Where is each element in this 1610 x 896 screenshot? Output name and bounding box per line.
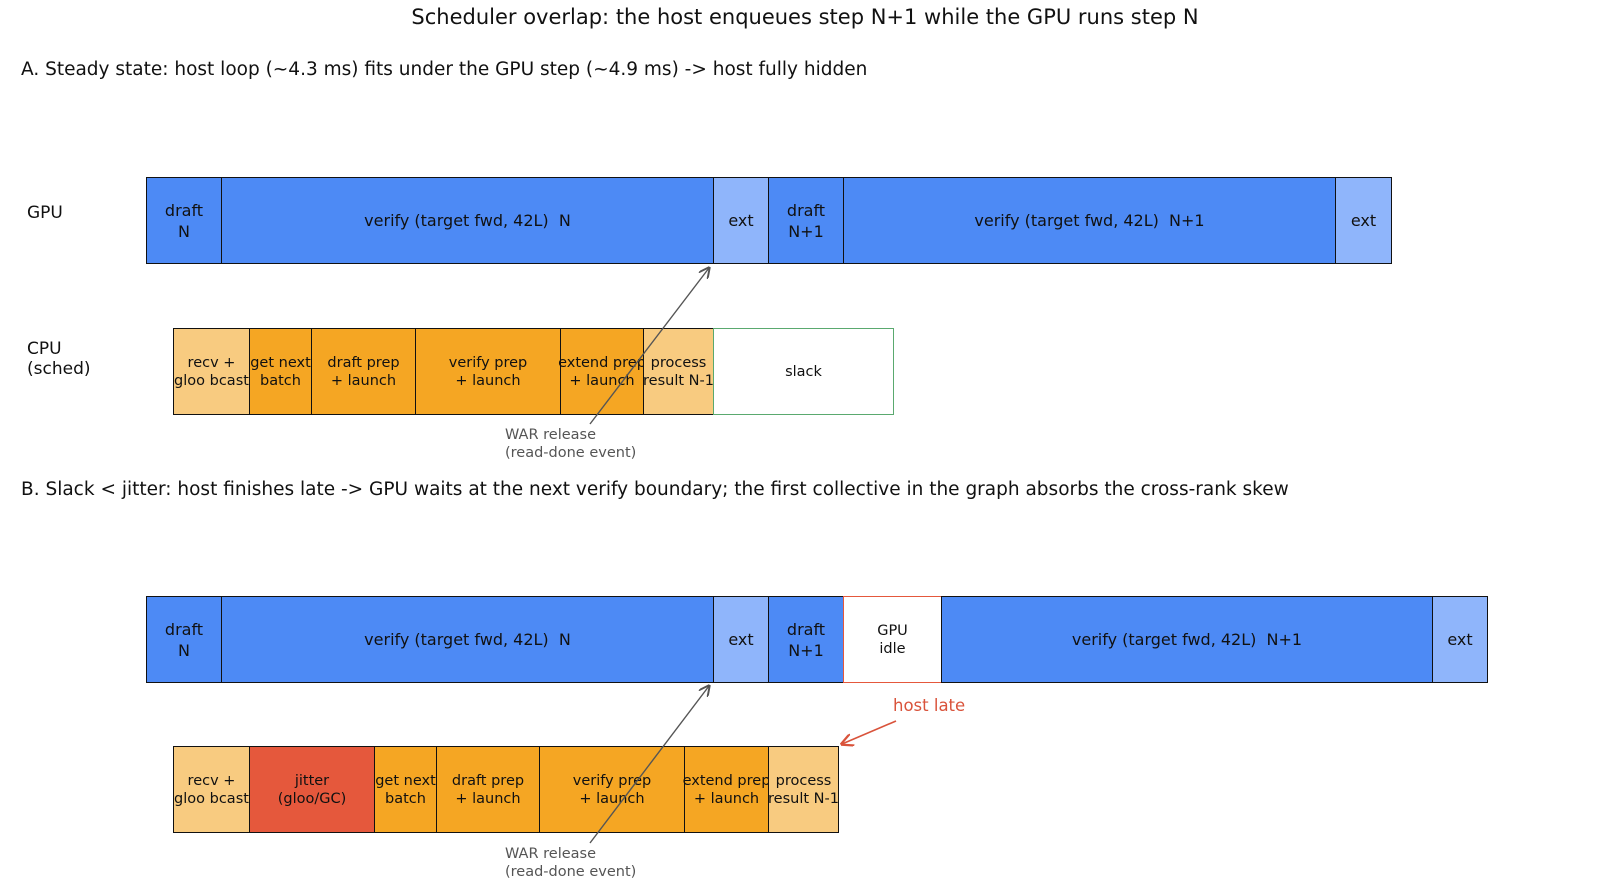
a-gpu-segment-ext: ext <box>713 177 769 264</box>
segment-label: verify prep + launch <box>572 772 652 807</box>
segment-label: draft N+1 <box>786 619 826 660</box>
b-cpu-segment-draft-prep-launch: draft prep + launch <box>436 746 540 833</box>
section-b-war-release-annotation: WAR release (read-done event) <box>505 846 637 880</box>
segment-label: draft prep + launch <box>451 772 525 807</box>
segment-label: extend prep + launch <box>558 354 646 389</box>
b-gpu-segment-gpu-idle: GPU idle <box>843 596 942 683</box>
b-cpu-segment-process-result-n-1: process result N-1 <box>768 746 839 833</box>
b-gpu-segment-ext: ext <box>1432 596 1488 683</box>
a-cpu-segment-draft-prep-launch: draft prep + launch <box>311 328 416 415</box>
a-gpu-segment-verify-target-fwd-42l-n-1: verify (target fwd, 42L) N+1 <box>843 177 1336 264</box>
b-gpu-segment-draft-n-1: draft N+1 <box>768 596 844 683</box>
a-cpu-segment-recv-gloo-bcast: recv + gloo bcast <box>173 328 250 415</box>
a-gpu-segment-draft-n-1: draft N+1 <box>768 177 844 264</box>
segment-label: jitter (gloo/GC) <box>277 772 347 807</box>
b-gpu-segment-ext: ext <box>713 596 769 683</box>
segment-label: draft N <box>164 200 204 241</box>
b-cpu-segment-jitter-gloo-gc: jitter (gloo/GC) <box>249 746 375 833</box>
segment-label: extend prep + launch <box>682 772 771 807</box>
segment-label: slack <box>785 363 822 380</box>
host-late-label: host late <box>893 696 966 715</box>
segment-label: ext <box>728 211 754 230</box>
segment-label: draft N <box>164 619 204 660</box>
b-cpu-segment-extend-prep-launch: extend prep + launch <box>682 746 771 833</box>
section-a-heading: A. Steady state: host loop (~4.3 ms) fit… <box>21 59 868 80</box>
cpu-row-label: CPU (sched) <box>27 339 91 379</box>
segment-label: GPU idle <box>877 622 908 657</box>
segment-label: verify prep + launch <box>448 354 528 389</box>
b-cpu-segment-recv-gloo-bcast: recv + gloo bcast <box>173 746 250 833</box>
segment-label: draft prep + launch <box>327 354 400 389</box>
a-cpu-segment-extend-prep-launch: extend prep + launch <box>558 328 646 415</box>
b-gpu-segment-verify-target-fwd-42l-n: verify (target fwd, 42L) N <box>221 596 714 683</box>
segment-label: recv + gloo bcast <box>174 772 249 807</box>
diagram-title: Scheduler overlap: the host enqueues ste… <box>411 5 1199 29</box>
a-gpu-segment-draft-n: draft N <box>146 177 222 264</box>
a-gpu-segment-verify-target-fwd-42l-n: verify (target fwd, 42L) N <box>221 177 714 264</box>
segment-label: verify (target fwd, 42L) N <box>364 630 571 649</box>
segment-label: ext <box>1350 211 1377 230</box>
a-cpu-segment-slack: slack <box>713 328 894 415</box>
segment-label: verify (target fwd, 42L) N+1 <box>974 211 1205 230</box>
segment-label: draft N+1 <box>786 200 826 241</box>
b-cpu-segment-verify-prep-launch: verify prep + launch <box>539 746 685 833</box>
segment-label: process result N-1 <box>643 354 714 389</box>
segment-label: ext <box>1447 630 1473 649</box>
section-b-heading: B. Slack < jitter: host finishes late ->… <box>21 479 1289 500</box>
segment-label: ext <box>728 630 754 649</box>
a-cpu-segment-process-result-n-1: process result N-1 <box>643 328 714 415</box>
section-a-war-release-annotation: WAR release (read-done event) <box>505 427 637 461</box>
b-cpu-segment-get-next-batch: get next batch <box>374 746 437 833</box>
gpu-row-label: GPU <box>27 203 63 223</box>
b-gpu-segment-draft-n: draft N <box>146 596 222 683</box>
a-cpu-segment-verify-prep-launch: verify prep + launch <box>415 328 561 415</box>
segment-label: process result N-1 <box>768 772 839 807</box>
segment-label: verify (target fwd, 42L) N+1 <box>1071 630 1303 649</box>
segment-label: verify (target fwd, 42L) N <box>364 211 571 230</box>
a-cpu-segment-get-next-batch: get next batch <box>249 328 312 415</box>
b-gpu-segment-verify-target-fwd-42l-n-1: verify (target fwd, 42L) N+1 <box>941 596 1433 683</box>
segment-label: get next batch <box>250 354 311 389</box>
segment-label: get next batch <box>375 772 436 807</box>
host-late-arrow <box>842 720 897 744</box>
a-gpu-segment-ext: ext <box>1335 177 1392 264</box>
segment-label: recv + gloo bcast <box>174 354 249 389</box>
